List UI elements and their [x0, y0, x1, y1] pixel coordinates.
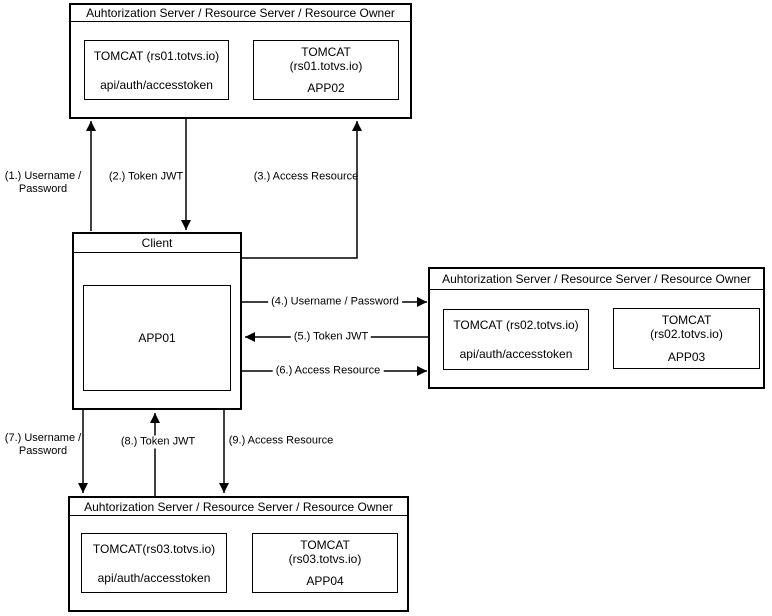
client-title: Client [74, 234, 240, 253]
server-group-top-title: Auhtorization Server / Resource Server /… [71, 5, 410, 22]
app-name-label: APP02 [307, 81, 345, 95]
node-tomcat-rs03-auth: TOMCAT(rs03.totvs.io) api/auth/accesstok… [81, 533, 227, 593]
node-app01: APP01 [83, 285, 231, 391]
server-group-right-title: Auhtorization Server / Resource Server /… [430, 269, 763, 290]
edge-8-label: (8.) Token JWT [117, 435, 199, 449]
tomcat-hostname-label: (rs03.totvs.io) [288, 552, 362, 566]
edge-1-label: (1.) Username / Password [5, 170, 81, 196]
edge-5-label: (5.) Token JWT [290, 330, 372, 344]
tomcat-host-label: TOMCAT(rs03.totvs.io) [92, 541, 216, 556]
server-group-bottom-title: Auhtorization Server / Resource Server /… [70, 498, 407, 516]
node-tomcat-rs01-auth: TOMCAT (rs01.totvs.io) api/auth/accessto… [84, 40, 229, 100]
edge-7-label-line2: Password [18, 445, 68, 457]
tomcat-host-label: TOMCAT (rs01.totvs.io) [290, 45, 363, 73]
app-name-label: APP03 [667, 349, 706, 364]
edge-1-label-line1: (1.) Username / [4, 170, 82, 182]
edge-9-label: (9.) Access Resource [228, 434, 334, 447]
edge-3-access-resource [242, 121, 362, 259]
node-tomcat-rs01-app02: TOMCAT (rs01.totvs.io) APP02 [253, 40, 399, 100]
tomcat-host-label: TOMCAT (rs02.totvs.io) [650, 313, 723, 341]
edge-4-label: (4.) Username / Password [268, 295, 402, 309]
node-tomcat-rs02-auth: TOMCAT (rs02.totvs.io) api/auth/accessto… [443, 309, 589, 370]
tomcat-label: TOMCAT [661, 313, 712, 328]
edge-1-label-line2: Password [18, 183, 68, 195]
tomcat-host-label: TOMCAT (rs03.totvs.io) [289, 538, 362, 566]
node-tomcat-rs03-app04: TOMCAT (rs03.totvs.io) APP04 [252, 533, 398, 593]
app-name-label: APP01 [138, 331, 176, 345]
tomcat-label: TOMCAT [300, 538, 350, 552]
node-tomcat-rs02-app03: TOMCAT (rs02.totvs.io) APP03 [613, 308, 760, 369]
tomcat-label: TOMCAT [301, 45, 351, 59]
edge-7-label: (7.) Username / Password [5, 432, 81, 458]
edge-7-label-line1: (7.) Username / [4, 432, 82, 444]
edge-2-label: (2.) Token JWT [108, 170, 184, 183]
auth-endpoint-label: api/auth/accesstoken [459, 347, 573, 362]
app-name-label: APP04 [306, 574, 344, 588]
tomcat-hostname-label: (rs01.totvs.io) [289, 59, 363, 73]
tomcat-host-label: TOMCAT (rs01.totvs.io) [93, 48, 220, 63]
auth-endpoint-label: api/auth/accesstoken [97, 570, 211, 585]
edge-6-label: (6.) Access Resource [272, 364, 384, 378]
auth-endpoint-label: api/auth/accesstoken [100, 77, 213, 92]
edge-3-label: (3.) Access Resource [253, 170, 359, 183]
tomcat-host-label: TOMCAT (rs02.totvs.io) [453, 317, 579, 332]
tomcat-hostname-label: (rs02.totvs.io) [650, 327, 723, 342]
